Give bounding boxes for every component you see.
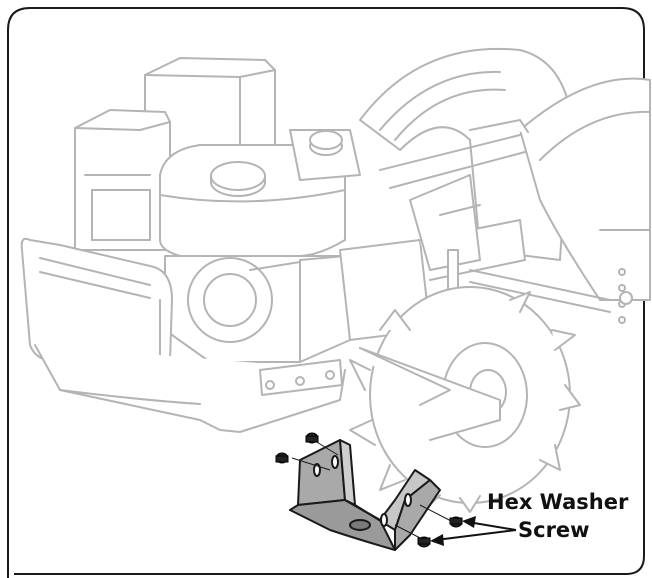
tiller-machine-illustration — [20, 47, 651, 513]
callout-arrow — [430, 516, 517, 546]
hex-washer-screw — [275, 432, 463, 548]
figure-frame — [7, 7, 645, 578]
callout-label-line2: Screw — [518, 518, 590, 542]
callout-label-line1: Hex Washer — [487, 490, 629, 514]
mounting-bracket — [289, 439, 456, 551]
